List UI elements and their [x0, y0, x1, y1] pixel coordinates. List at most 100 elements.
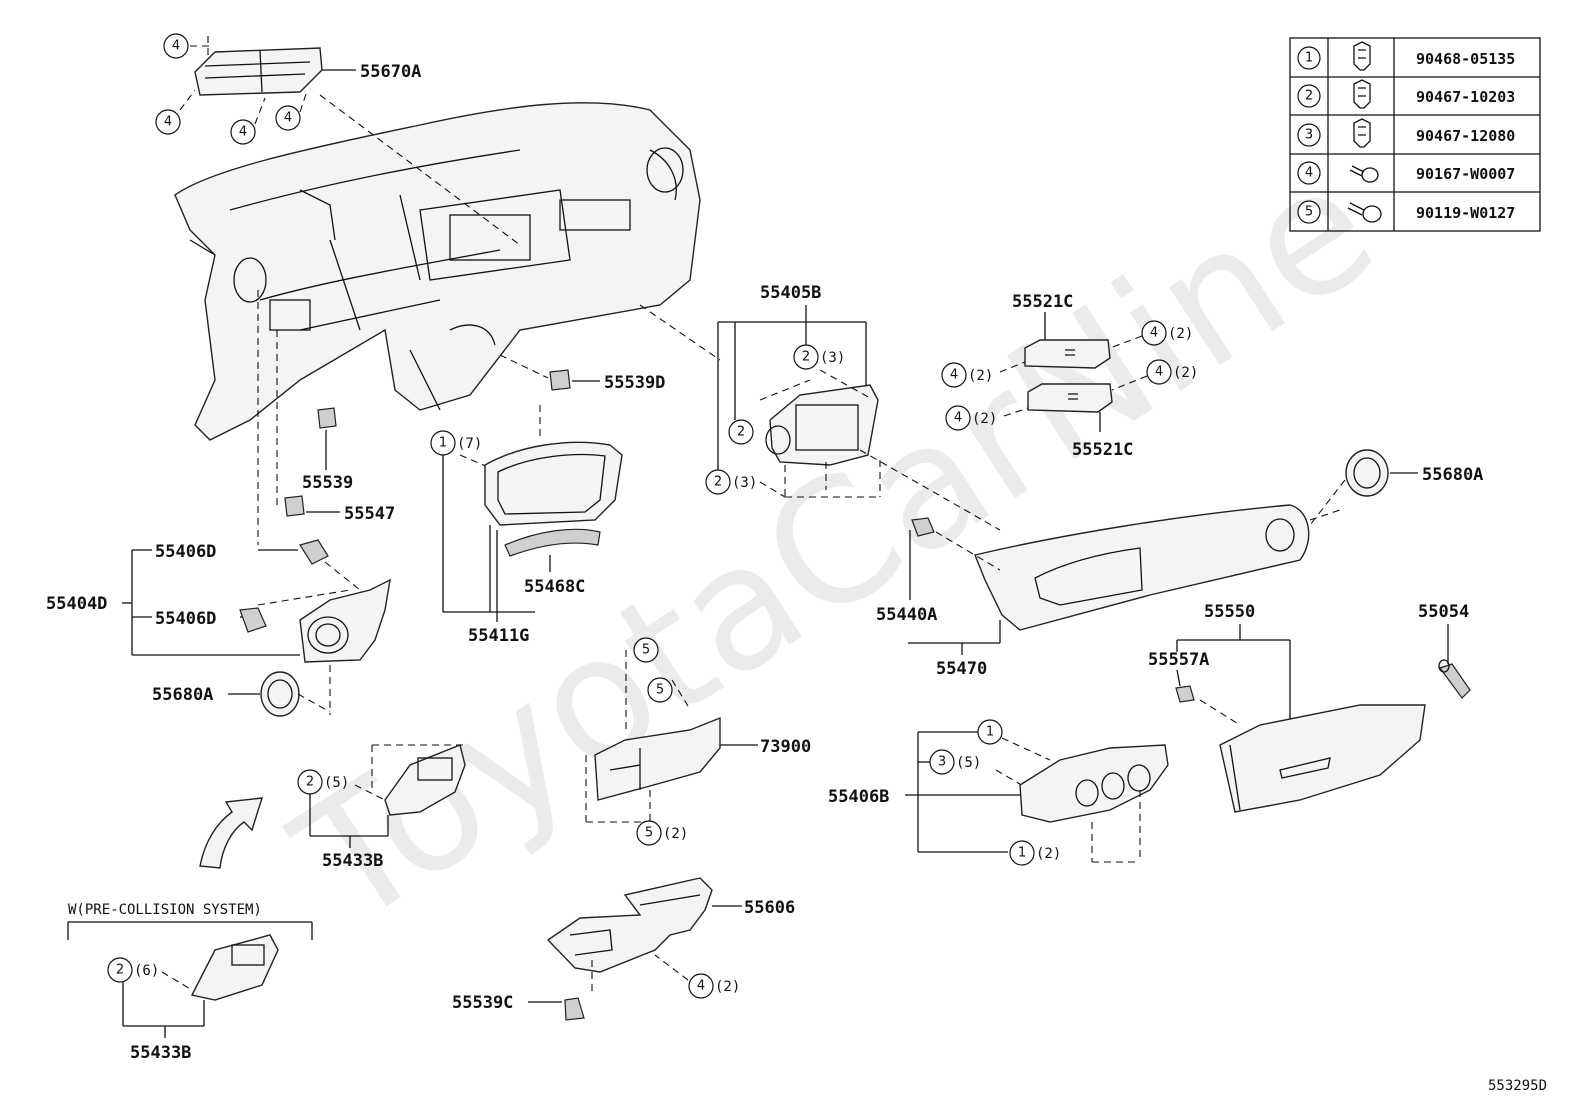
- callout-qty-406b: (5): [956, 755, 981, 771]
- part-label-55440A: 55440A: [876, 605, 937, 625]
- figure-code: 553295D: [1488, 1078, 1547, 1094]
- bolt-icon: [1347, 202, 1382, 223]
- legend-row-3: 3 90467-12080: [1297, 118, 1515, 148]
- svg-text:3: 3: [938, 755, 946, 770]
- part-label-55433B-bottom: 55433B: [130, 1043, 191, 1063]
- part-label-55404D: 55404D: [46, 594, 107, 614]
- svg-text:4: 4: [697, 979, 705, 994]
- callout-qty-5-c: (2): [663, 826, 688, 842]
- callout-2-405-c: 2: [705, 469, 731, 495]
- svg-text:4: 4: [950, 368, 958, 383]
- legend-row-number: 3: [1305, 128, 1313, 143]
- part-label-55433B-mid: 55433B: [322, 851, 383, 871]
- part-label-55406D-top: 55406D: [155, 542, 216, 562]
- part-55054-illustration: [1438, 659, 1471, 699]
- arrow-icon: [199, 797, 263, 869]
- callout-1-406b: 1: [977, 719, 1003, 745]
- part-55433B-pcs-illustration: [190, 934, 279, 1001]
- part-label-55054: 55054: [1418, 602, 1469, 622]
- legend-part-number: 90119-W0127: [1416, 204, 1515, 222]
- part-label-55670A: 55670A: [360, 62, 421, 82]
- part-label-55557A: 55557A: [1148, 650, 1209, 670]
- part-label-55550: 55550: [1204, 602, 1255, 622]
- legend-row-number: 4: [1305, 166, 1313, 181]
- part-label-55680A-left: 55680A: [152, 685, 213, 705]
- part-55521C-bottom-illustration: [1027, 383, 1113, 413]
- legend-row-1: 1 90468-05135: [1297, 41, 1515, 71]
- legend-row-number: 5: [1305, 205, 1313, 220]
- callout-5-a: 5: [633, 637, 659, 663]
- part-55406D-bottom-illustration: [239, 607, 267, 633]
- svg-text:2: 2: [737, 425, 745, 440]
- legend-part-number: 90467-10203: [1416, 88, 1515, 106]
- svg-text:4: 4: [1150, 326, 1158, 341]
- part-55521C-top-illustration: [1024, 339, 1111, 369]
- part-55470-illustration: [974, 504, 1310, 631]
- callout-4-c: 4: [230, 119, 256, 145]
- part-55539D-illustration: [549, 369, 571, 391]
- part-55680A-left-illustration: [260, 671, 300, 717]
- part-label-55680A-right: 55680A: [1422, 465, 1483, 485]
- part-55550-illustration: [1219, 704, 1426, 813]
- legend-part-number: 90468-05135: [1416, 50, 1515, 68]
- callout-qty-433: (5): [324, 775, 349, 791]
- condition-note: W(PRE-COLLISION SYSTEM): [68, 902, 262, 918]
- callout-qty-gauge: (7): [457, 436, 482, 452]
- part-55539C-illustration: [564, 997, 585, 1021]
- part-label-55606: 55606: [744, 898, 795, 918]
- callout-4-521-b: 4: [941, 362, 967, 388]
- part-55468C-illustration: [504, 528, 601, 557]
- svg-text:2: 2: [306, 775, 314, 790]
- legend-row-5: 5 90119-W0127: [1297, 200, 1515, 224]
- part-label-55405B: 55405B: [760, 283, 821, 303]
- legend-row-2: 2 90467-10203: [1297, 79, 1515, 109]
- callout-4-a: 4: [163, 33, 189, 59]
- legend-part-number: 90467-12080: [1416, 127, 1515, 145]
- callout-qty-521-a: (2): [1168, 326, 1193, 342]
- callout-4-521-c: 4: [1146, 359, 1172, 385]
- callout-qty-pcs: (6): [134, 963, 159, 979]
- callout-4-521-a: 4: [1141, 320, 1167, 346]
- part-73900-illustration: [594, 716, 721, 801]
- svg-text:2: 2: [116, 963, 124, 978]
- callout-qty-606: (2): [715, 979, 740, 995]
- legend-part-number: 90167-W0007: [1416, 165, 1515, 183]
- part-55440A-illustration: [911, 517, 935, 537]
- part-label-55406B: 55406B: [828, 787, 889, 807]
- callout-qty-521-d: (2): [972, 411, 997, 427]
- callout-qty-406b-b: (2): [1036, 846, 1061, 862]
- callout-qty-405-c: (3): [732, 475, 757, 491]
- svg-text:4: 4: [954, 411, 962, 426]
- clip-icon: [1353, 118, 1371, 148]
- instrument-panel-illustration: [174, 102, 701, 441]
- part-label-55539: 55539: [302, 473, 353, 493]
- part-55433B-illustration: [384, 744, 466, 816]
- svg-text:5: 5: [642, 643, 650, 658]
- part-label-55547: 55547: [344, 504, 395, 524]
- callout-qty-521-c: (2): [1173, 365, 1198, 381]
- callout-4-b: 4: [155, 109, 181, 135]
- callout-5-c: 5: [636, 820, 662, 846]
- svg-text:5: 5: [645, 826, 653, 841]
- callout-2-405-b: 2: [728, 419, 754, 445]
- svg-text:4: 4: [1155, 365, 1163, 380]
- callout-1-gauge: 1: [430, 430, 456, 456]
- part-label-55521C-bottom: 55521C: [1072, 440, 1133, 460]
- part-55670A-illustration: [194, 47, 323, 96]
- callout-qty-405-a: (3): [820, 350, 845, 366]
- callout-1-406b-b: 1: [1009, 840, 1035, 866]
- fastener-legend-table: 1 90468-05135 2 90467-10203 3 90467-1208…: [1289, 37, 1541, 232]
- part-label-55406D-bottom: 55406D: [155, 609, 216, 629]
- screw-icon: [1349, 165, 1379, 183]
- svg-text:5: 5: [656, 683, 664, 698]
- clip-icon: [1353, 41, 1371, 71]
- svg-text:4: 4: [164, 115, 172, 130]
- part-label-55411G: 55411G: [468, 626, 529, 646]
- part-55411G-illustration: [484, 441, 623, 526]
- part-55557A-illustration: [1175, 685, 1195, 703]
- svg-text:4: 4: [239, 125, 247, 140]
- callout-2-433: 2: [297, 769, 323, 795]
- callout-2-405-a: 2: [793, 344, 819, 370]
- part-55606-illustration: [546, 877, 713, 973]
